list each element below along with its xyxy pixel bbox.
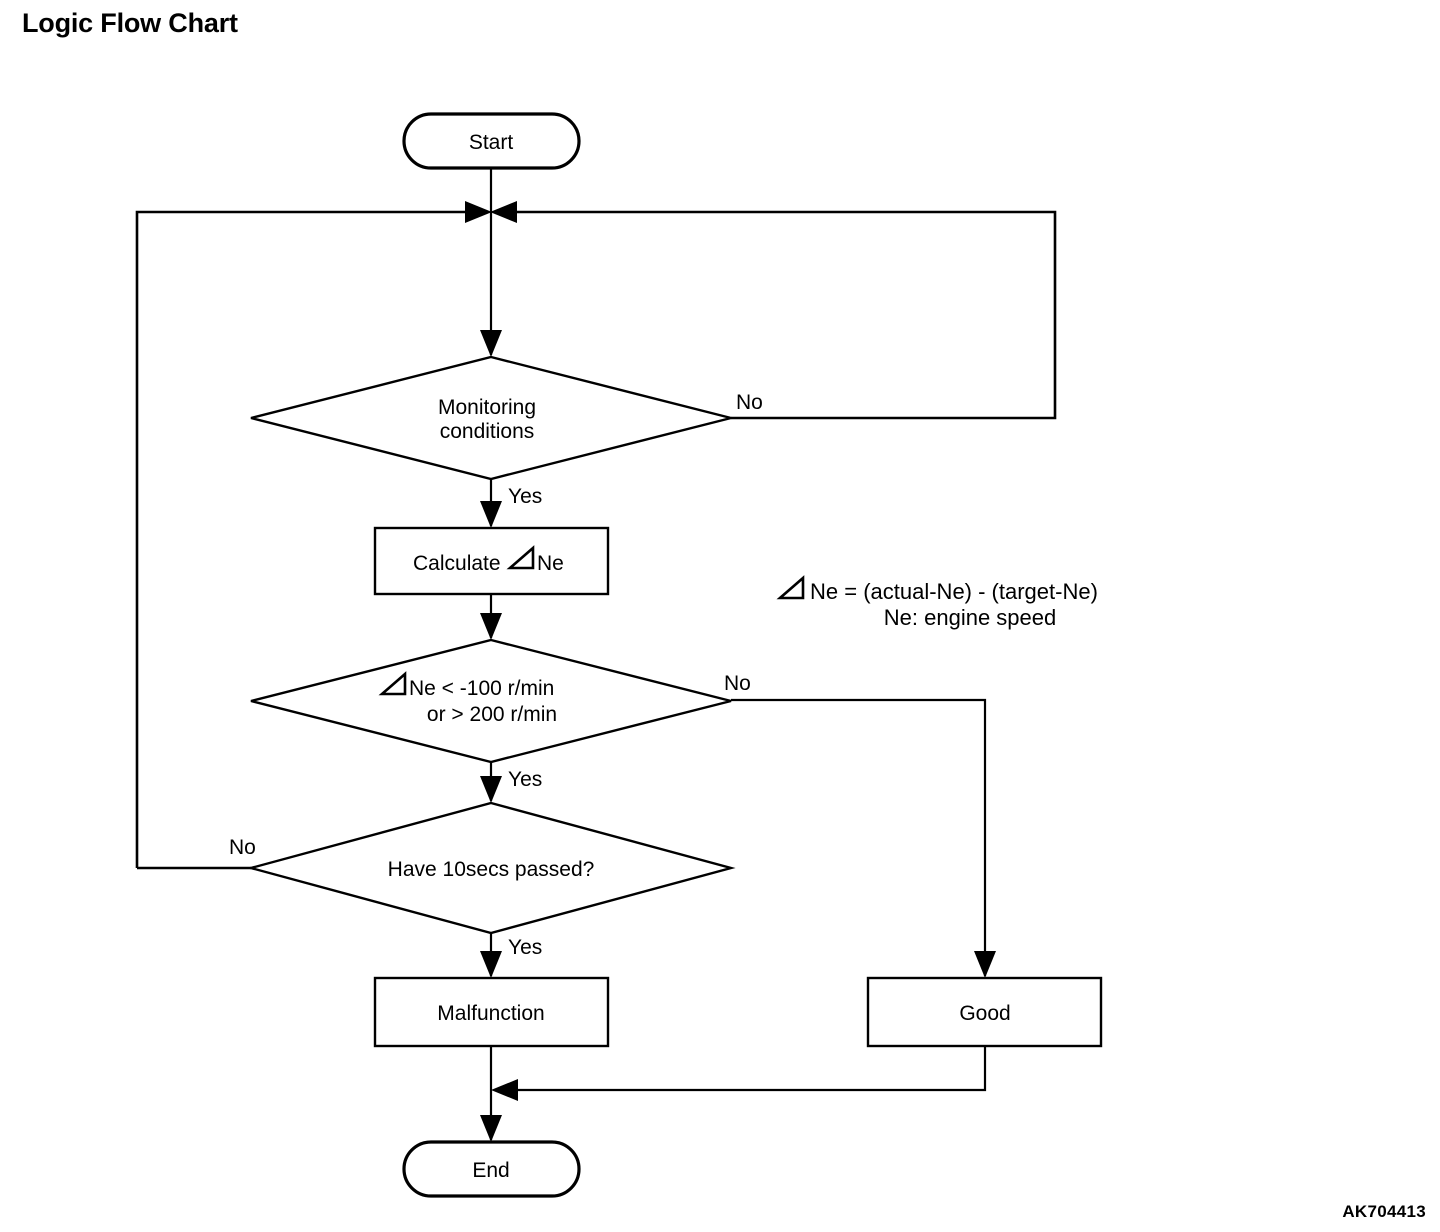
- edge-label-threshold-no: No: [724, 672, 751, 695]
- node-threshold-label-line2: or > 200 r/min: [427, 703, 557, 726]
- node-calculate-label-prefix: Calculate: [413, 552, 501, 575]
- edge-left-loop: [135, 210, 478, 868]
- node-malfunction[interactable]: [373, 976, 610, 1048]
- arrowhead-into-threshold: [480, 613, 502, 640]
- node-calculate[interactable]: [373, 526, 610, 596]
- edge-label-timer-yes: Yes: [508, 936, 542, 959]
- legend-line-1: Ne = (actual-Ne) - (target-Ne): [810, 579, 1098, 604]
- page-title: Logic Flow Chart: [22, 8, 238, 38]
- arrowhead-good-merge: [491, 1079, 518, 1101]
- node-timer-label: Have 10secs passed?: [388, 858, 595, 881]
- arrowhead-into-good: [974, 951, 996, 978]
- edge-good-to-end: [505, 1046, 987, 1092]
- node-timer[interactable]: [246, 801, 736, 935]
- edge-threshold-no-to-good: [731, 698, 987, 976]
- edge-label-threshold-yes: Yes: [508, 768, 542, 791]
- arrowhead-into-malfunction: [480, 951, 502, 978]
- legend-line-2: Ne: engine speed: [884, 605, 1056, 630]
- node-monitoring-label-line2: conditions: [440, 420, 535, 443]
- node-monitoring-conditions[interactable]: [250, 355, 732, 481]
- edge-label-timer-no: No: [229, 836, 256, 859]
- arrowhead-into-timer: [480, 776, 502, 803]
- node-start[interactable]: [402, 112, 581, 170]
- edge-right-loop: [504, 210, 1057, 420]
- arrowhead-right-loop-junction: [490, 201, 517, 223]
- delta-symbol-icon-threshold: [378, 671, 407, 696]
- node-threshold[interactable]: [250, 638, 732, 764]
- arrowhead-left-loop-junction: [465, 201, 492, 223]
- delta-symbol-icon-legend: [776, 575, 805, 600]
- node-monitoring-label-line1: Monitoring: [438, 396, 536, 419]
- edge-label-monitoring-no: No: [736, 391, 763, 414]
- arrowhead-into-end: [480, 1115, 502, 1142]
- delta-symbol-icon-calculate: [506, 545, 535, 570]
- node-malfunction-label: Malfunction: [437, 1002, 544, 1025]
- arrowhead-into-monitoring: [480, 330, 502, 357]
- edge-label-monitoring-yes: Yes: [508, 485, 542, 508]
- node-good-label: Good: [959, 1002, 1010, 1025]
- node-threshold-label-line1: Ne < -100 r/min: [409, 677, 554, 700]
- node-end[interactable]: [402, 1140, 581, 1198]
- node-good[interactable]: [866, 976, 1103, 1048]
- node-calculate-label-suffix: Ne: [537, 552, 564, 575]
- reference-code: AK704413: [1342, 1202, 1426, 1221]
- arrowhead-into-calculate: [480, 501, 502, 528]
- node-end-label: End: [472, 1159, 509, 1182]
- node-start-label: Start: [469, 131, 514, 154]
